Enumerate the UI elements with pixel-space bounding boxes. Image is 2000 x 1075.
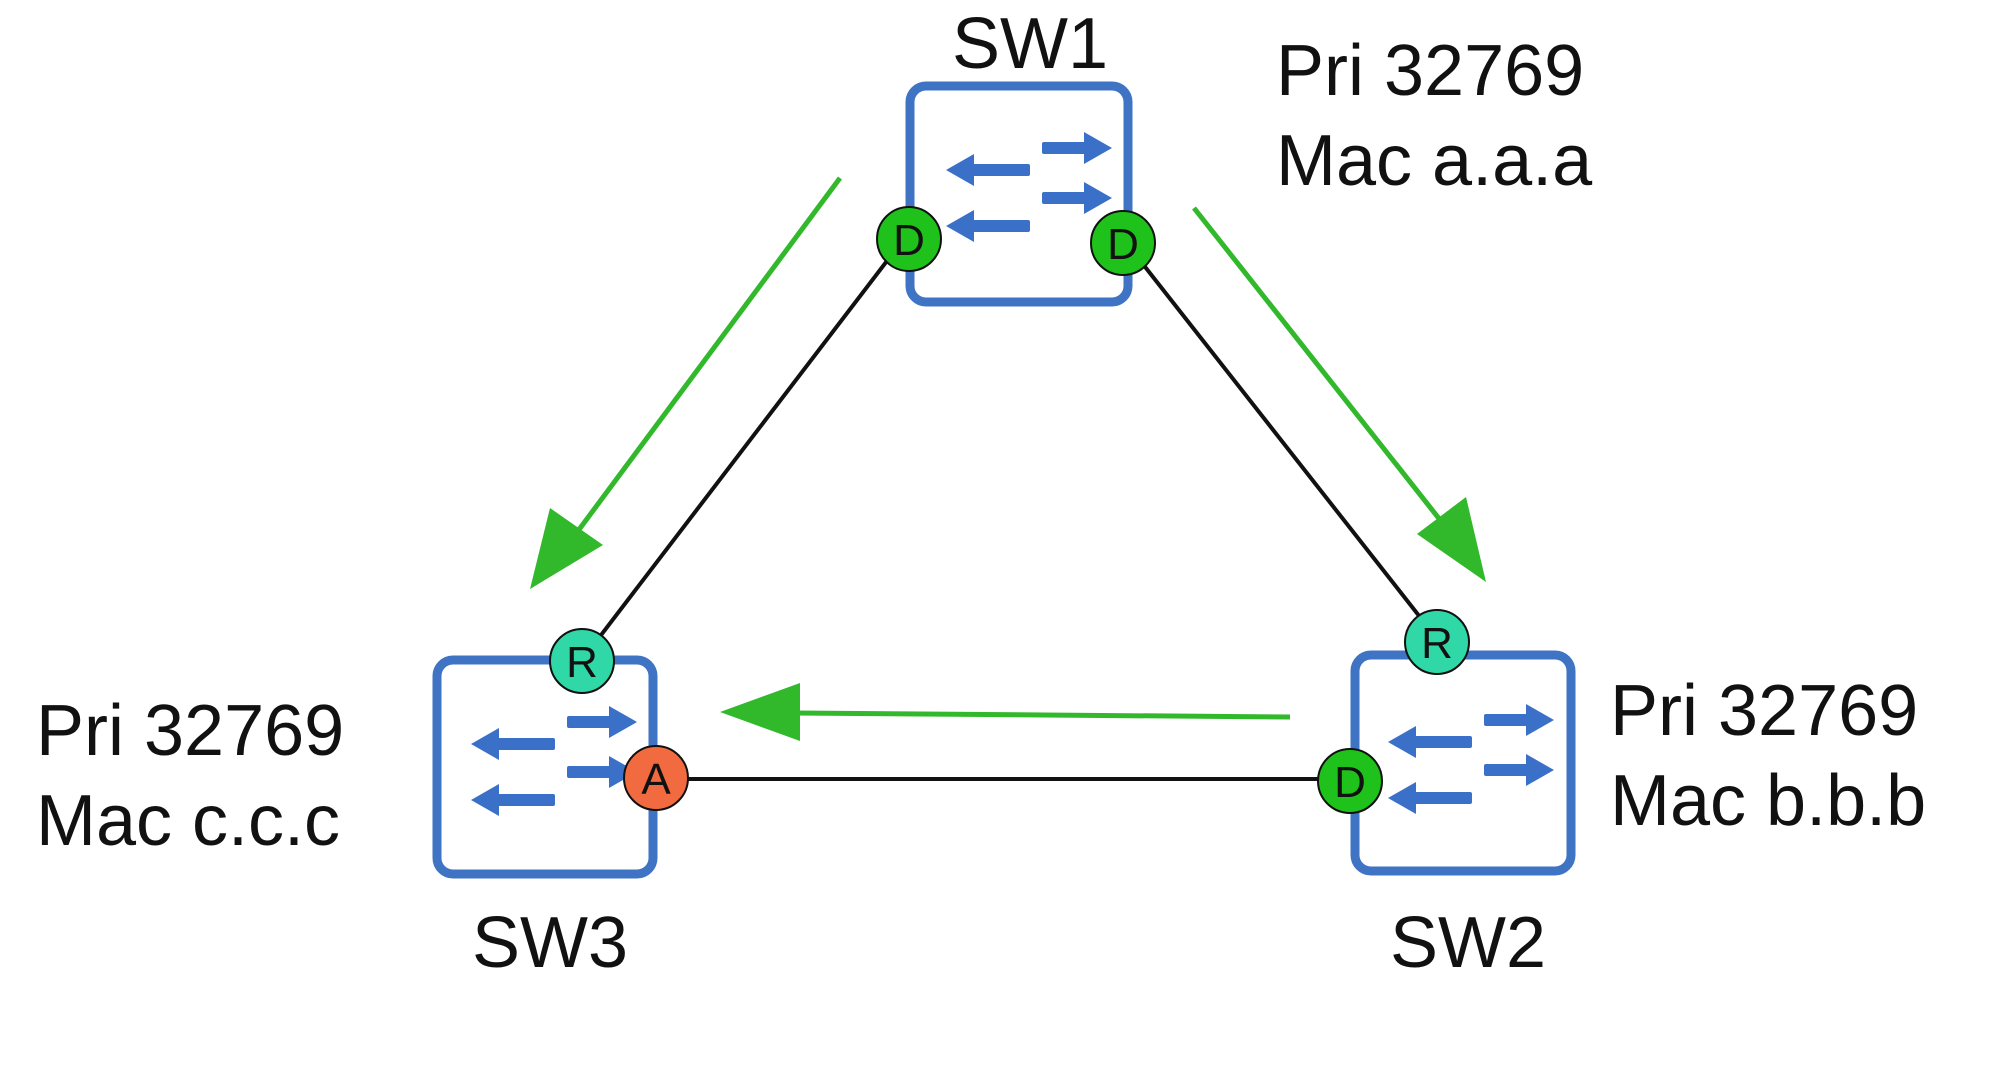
priority-sw1: Pri 32769 bbox=[1276, 31, 1584, 111]
flow-arrow-sw1-to-sw3 bbox=[530, 176, 843, 589]
priority-sw2: Pri 32769 bbox=[1610, 671, 1918, 751]
mac-sw3: Mac c.c.c bbox=[36, 781, 340, 861]
mac-sw1: Mac a.a.a bbox=[1276, 121, 1593, 201]
switch-info-sw1: Pri 32769 Mac a.a.a bbox=[1276, 31, 1593, 201]
port-role-label: D bbox=[893, 216, 925, 265]
port-sw3-right[interactable]: A bbox=[623, 745, 689, 811]
switch-sw2[interactable] bbox=[1350, 650, 1576, 876]
port-role-label: A bbox=[641, 755, 671, 804]
switch-sw1[interactable] bbox=[905, 81, 1133, 307]
port-sw3-top[interactable]: R bbox=[549, 628, 615, 694]
port-role-label: R bbox=[1421, 619, 1453, 668]
link-sw1-sw2 bbox=[1122, 238, 1440, 642]
switch-info-sw3: Pri 32769 Mac c.c.c bbox=[36, 691, 344, 861]
port-role-label: D bbox=[1334, 758, 1366, 807]
switch-label-sw1: SW1 bbox=[952, 4, 1108, 84]
switch-label-sw2: SW2 bbox=[1390, 903, 1546, 983]
flow-arrow-sw1-to-sw2 bbox=[1192, 206, 1486, 582]
switch-sw3[interactable] bbox=[432, 655, 658, 879]
port-sw1-right[interactable]: D bbox=[1090, 210, 1156, 276]
switch-info-sw2: Pri 32769 Mac b.b.b bbox=[1610, 671, 1926, 841]
link-sw1-sw3 bbox=[580, 234, 908, 662]
flow-arrow-sw2-to-sw3 bbox=[720, 683, 1291, 741]
port-role-label: D bbox=[1107, 220, 1139, 269]
port-sw2-top[interactable]: R bbox=[1404, 609, 1470, 675]
switch-label-sw3: SW3 bbox=[472, 903, 628, 983]
port-sw1-left[interactable]: D bbox=[876, 206, 942, 272]
port-sw2-left[interactable]: D bbox=[1317, 748, 1383, 814]
priority-sw3: Pri 32769 bbox=[36, 691, 344, 771]
port-role-label: R bbox=[566, 638, 598, 687]
mac-sw2: Mac b.b.b bbox=[1610, 761, 1926, 841]
